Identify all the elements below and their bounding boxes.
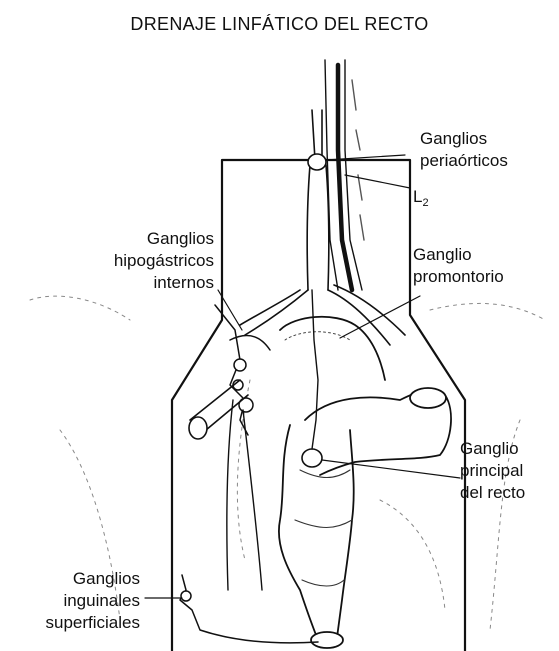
leader-principal: [322, 460, 460, 478]
leader-promontorio: [340, 296, 420, 338]
principal-node: [302, 449, 322, 467]
label-promontorio-line-1: Ganglio: [413, 244, 504, 266]
label-hipogastricos-line-1: Ganglios: [68, 228, 214, 250]
label-periaorticos-line-1: Ganglios: [420, 128, 508, 150]
label-promontorio: Ganglio promontorio: [413, 244, 504, 288]
label-principal-line-1: Ganglio: [460, 438, 525, 460]
anal-sphincter: [311, 632, 343, 648]
lymph-vessel-left-1: [243, 410, 262, 590]
label-hipogastricos-line-2: hipogástricos: [68, 250, 214, 272]
label-inguinales: Ganglios inguinales superficiales: [6, 568, 140, 634]
label-l2: L2: [413, 186, 429, 210]
label-principal: Ganglio principal del recto: [460, 438, 525, 504]
aortic-trunk: [307, 110, 329, 290]
label-promontorio-line-2: promontorio: [413, 266, 504, 288]
label-periaorticos: Ganglios periaórticos: [420, 128, 508, 172]
label-l2-sub: 2: [422, 197, 428, 209]
label-inguinales-line-1: Ganglios: [6, 568, 140, 590]
sigmoid-colon: [305, 388, 451, 475]
lymph-vessel-left-2: [227, 400, 233, 590]
lymph-vessel-central: [312, 290, 318, 449]
iliac-left: [240, 290, 308, 335]
leader-l2: [345, 175, 410, 188]
periaortic-node: [308, 154, 326, 170]
label-principal-line-2: principal: [460, 460, 525, 482]
label-hipogastricos: Ganglios hipogástricos internos: [68, 228, 214, 294]
label-inguinales-line-3: superficiales: [6, 612, 140, 634]
label-inguinales-line-2: inguinales: [6, 590, 140, 612]
promontory: [280, 317, 385, 380]
label-principal-line-3: del recto: [460, 482, 525, 504]
label-hipogastricos-line-3: internos: [68, 272, 214, 294]
label-periaorticos-line-2: periaórticos: [420, 150, 508, 172]
